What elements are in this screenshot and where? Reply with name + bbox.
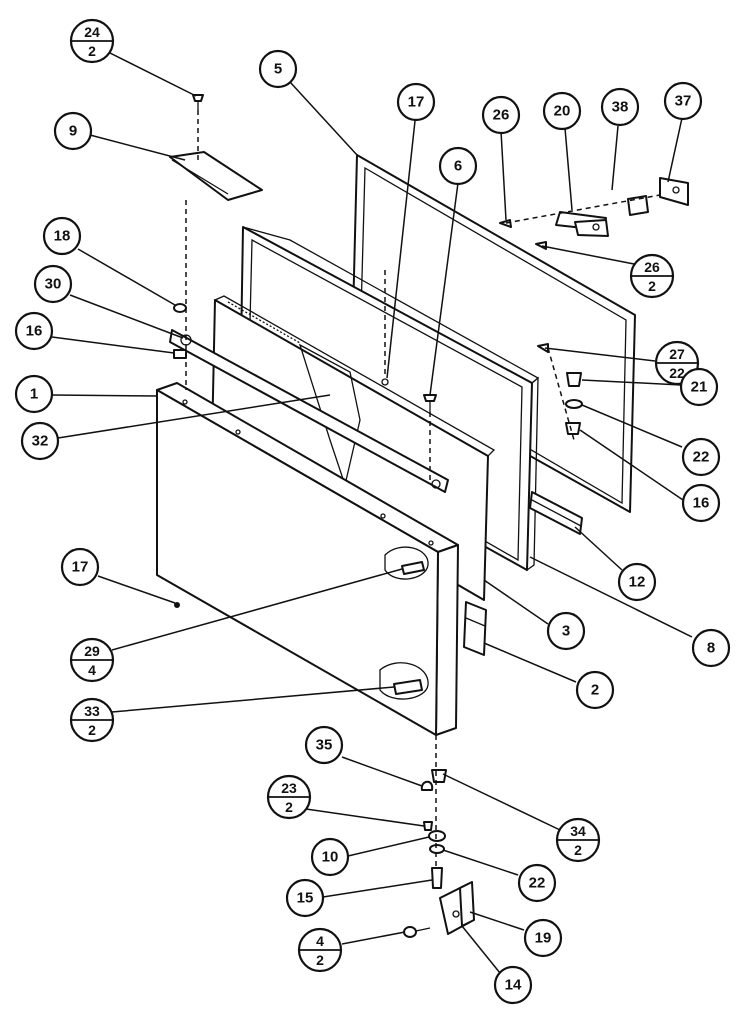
- callout-16-right: 16: [681, 483, 721, 523]
- callout-29: 29 4: [69, 637, 115, 683]
- door-outer-panel-part: [156, 382, 459, 736]
- svg-text:4: 4: [316, 933, 324, 949]
- callout-22-bottom: 22: [517, 863, 557, 903]
- callout-34: 34 2: [555, 817, 601, 863]
- callout-21: 21: [679, 367, 719, 407]
- svg-text:32: 32: [32, 433, 49, 450]
- svg-text:27: 27: [669, 346, 685, 362]
- svg-text:2: 2: [316, 952, 324, 968]
- svg-text:6: 6: [454, 158, 462, 175]
- callout-20: 20: [542, 91, 582, 131]
- callout-38: 38: [600, 87, 640, 127]
- callout-26-top: 26: [481, 95, 521, 135]
- svg-text:34: 34: [570, 823, 586, 839]
- parts-drawing: [156, 94, 689, 938]
- svg-text:12: 12: [629, 574, 646, 591]
- callout-4: 4 2: [297, 927, 343, 973]
- svg-text:16: 16: [26, 323, 43, 340]
- alignment-lines: [185, 110, 661, 868]
- callout-24: 24 2: [69, 18, 115, 64]
- callout-35: 35: [304, 725, 344, 765]
- callout-30: 30: [33, 264, 73, 304]
- callout-15: 15: [285, 878, 325, 918]
- svg-text:22: 22: [693, 449, 710, 466]
- spacer-block-part: [463, 601, 487, 656]
- svg-text:8: 8: [707, 640, 715, 657]
- svg-text:37: 37: [675, 93, 692, 110]
- svg-text:33: 33: [84, 703, 100, 719]
- callout-10: 10: [310, 837, 350, 877]
- svg-text:30: 30: [45, 276, 62, 293]
- svg-text:26: 26: [644, 259, 660, 275]
- svg-text:2: 2: [648, 278, 656, 294]
- callout-26-bottom: 26 2: [629, 253, 675, 299]
- leader-lines: [51, 49, 693, 974]
- svg-text:3: 3: [562, 623, 570, 640]
- callout-22-right: 22: [681, 437, 721, 477]
- svg-text:35: 35: [316, 737, 333, 754]
- svg-text:38: 38: [612, 99, 629, 116]
- svg-text:2: 2: [88, 722, 96, 738]
- svg-text:20: 20: [554, 103, 571, 120]
- callout-5: 5: [258, 49, 298, 89]
- callout-8: 8: [691, 628, 731, 668]
- callouts: 24 2 5 17 26 20 38 37 9 6 18: [14, 18, 731, 1005]
- callout-9: 9: [53, 111, 93, 151]
- callout-19: 19: [523, 918, 563, 958]
- svg-text:2: 2: [574, 842, 582, 858]
- svg-text:22: 22: [669, 365, 685, 381]
- callout-17-top: 17: [396, 82, 436, 122]
- callout-12: 12: [617, 562, 657, 602]
- hardware-parts: [173, 94, 689, 938]
- svg-text:10: 10: [322, 849, 339, 866]
- channel-part: [529, 491, 583, 535]
- svg-text:14: 14: [505, 977, 522, 994]
- callout-32: 32: [20, 421, 60, 461]
- callout-37: 37: [663, 81, 703, 121]
- svg-text:4: 4: [88, 662, 96, 678]
- callout-2: 2: [575, 670, 615, 710]
- svg-text:15: 15: [297, 890, 314, 907]
- svg-text:1: 1: [30, 386, 38, 403]
- svg-text:16: 16: [693, 495, 710, 512]
- callout-23: 23 2: [266, 774, 312, 820]
- svg-text:21: 21: [691, 379, 708, 396]
- svg-text:22: 22: [529, 875, 546, 892]
- top-trim-part: [169, 151, 263, 201]
- callout-18: 18: [42, 216, 82, 256]
- callout-6: 6: [438, 146, 478, 186]
- svg-text:17: 17: [408, 94, 425, 111]
- svg-text:29: 29: [84, 643, 100, 659]
- callout-16-left: 16: [14, 311, 54, 351]
- svg-text:2: 2: [88, 43, 96, 59]
- callout-1: 1: [14, 374, 54, 414]
- svg-text:9: 9: [69, 123, 77, 140]
- svg-text:26: 26: [493, 107, 510, 124]
- svg-text:23: 23: [281, 780, 297, 796]
- callout-14: 14: [493, 965, 533, 1005]
- callout-3: 3: [546, 611, 586, 651]
- callout-17-left: 17: [60, 547, 100, 587]
- svg-text:2: 2: [591, 682, 599, 699]
- svg-text:17: 17: [72, 559, 89, 576]
- svg-text:5: 5: [274, 61, 282, 78]
- callout-33: 33 2: [69, 697, 115, 743]
- svg-text:18: 18: [54, 228, 71, 245]
- svg-text:2: 2: [285, 799, 293, 815]
- svg-text:24: 24: [84, 24, 100, 40]
- svg-text:19: 19: [535, 930, 552, 947]
